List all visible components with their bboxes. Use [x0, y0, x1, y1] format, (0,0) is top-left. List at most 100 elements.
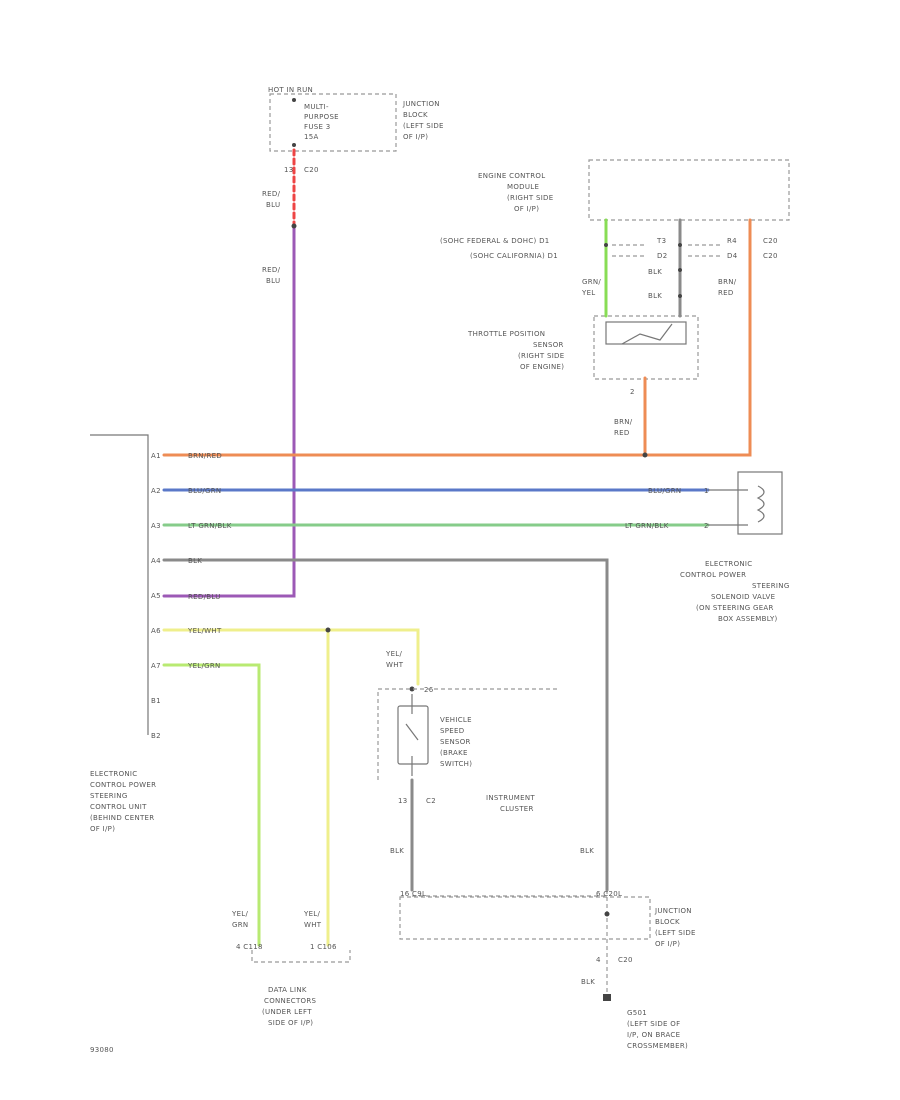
tps-label: THROTTLE POSITION SENSOR (RIGHT SIDE OF … [467, 330, 567, 371]
ecu-label: ELECTRONIC CONTROL POWER STEERING CONTRO… [90, 770, 159, 833]
wire-yel-wht [162, 628, 420, 947]
wire-blk-ground [412, 890, 608, 995]
blk-label-2: BLK [648, 292, 662, 300]
vss-label: VEHICLE SPEED SENSOR (BRAKE SWITCH) [440, 716, 474, 768]
brn-red-label-2: BRN/ RED [614, 418, 635, 437]
solenoid-label: ELECTRONIC CONTROL POWER STEERING SOLENO… [680, 560, 792, 623]
ground-label: G501 (LEFT SIDE OF I/P, ON BRACE CROSSME… [627, 1009, 688, 1050]
jb-bottom-box [399, 896, 651, 940]
brake-switch-contacts [405, 694, 419, 776]
ic-pin-bottom: 13 [398, 797, 408, 805]
solenoid-pin-1: 1 [704, 487, 709, 495]
ic-box [377, 688, 560, 780]
steering-solenoid: 1 2 ELECTRONIC CONTROL POWER STEERING SO… [680, 471, 792, 623]
grn-yel-label: GRN/ YEL [581, 278, 604, 297]
dlc-label: DATA LINK CONNECTORS (UNDER LEFT SIDE OF… [262, 986, 319, 1027]
tps-box [593, 315, 699, 380]
ground-symbol [603, 994, 611, 1001]
ecm-box [588, 159, 790, 221]
yel-wht-vertical-label: YEL/ WHT [385, 650, 405, 669]
figure-number: 93080 [90, 1046, 114, 1054]
wire-label-red-blu: RED/BLU [188, 593, 221, 601]
brn-red-label-1: BRN/ RED [718, 278, 739, 297]
ecm-pin-t3: T3 [656, 237, 666, 245]
wire-label-blu-grn-1: BLU/GRN [188, 487, 221, 495]
wire-label-lt-grn-blk-2: LT GRN/BLK [625, 522, 669, 530]
wire-label-blk: BLK [188, 557, 202, 565]
wire-label-yel-wht: YEL/WHT [187, 627, 222, 635]
blk-ground-label: BLK [581, 978, 595, 986]
wire-label-yel-grn: YEL/GRN [187, 662, 221, 670]
solenoid-pin-2: 2 [704, 522, 709, 530]
wire-labels: BRN/RED BLU/GRN BLU/GRN LT GRN/BLK LT GR… [187, 452, 681, 670]
ecm-pin-r4: R4 [727, 237, 737, 245]
hot-in-run-label: HOT IN RUN [268, 86, 313, 94]
fuse-label: MULTI- PURPOSE FUSE 3 15A [304, 103, 341, 141]
jb-top-connector: C20 [304, 166, 319, 174]
ecu-pin-a3: A3 [151, 522, 161, 530]
ecu-pin-b1: B1 [151, 697, 161, 705]
instrument-cluster: YEL/ WHT 26 VEHICLE SPEED SENSOR (BRAKE … [377, 650, 594, 855]
ecu-pin-a5: A5 [151, 592, 161, 600]
brake-switch [397, 705, 429, 765]
ecu-pin-a4: A4 [151, 557, 161, 565]
sohc-federal-label: (SOHC FEDERAL & DOHC) D1 [440, 237, 550, 245]
ecm-terminal-1 [604, 243, 608, 247]
solenoid-coil [708, 485, 765, 526]
ecm-terminal-4 [678, 294, 682, 298]
wire-yel-grn [162, 663, 261, 947]
ecm-connector-2: C20 [763, 252, 778, 260]
wire-orange [162, 218, 752, 457]
bottom-junction-block: 16 C9L 6 C20L JUNCTION BLOCK (LEFT SIDE … [399, 890, 698, 1050]
wires [162, 148, 752, 995]
ecu-pin-a7: A7 [151, 662, 161, 670]
jb-bottom-connector: C20 [618, 956, 633, 964]
tps-wiper [621, 323, 673, 345]
yel-wht-vertical-label-2: YEL/ WHT [303, 910, 323, 929]
jb-bottom-right-pin: 6 C20L [596, 890, 622, 898]
ecm-connector-1: C20 [763, 237, 778, 245]
wire-label-brn-red: BRN/RED [188, 452, 222, 460]
fuse-terminal-bottom [292, 143, 296, 147]
blk-right-label: BLK [580, 847, 594, 855]
data-link-connectors: YEL/ GRN YEL/ WHT 4 C118 1 C106 DATA LIN… [231, 910, 351, 1027]
tps-element [605, 321, 687, 345]
engine-control-module: ENGINE CONTROL MODULE (RIGHT SIDE OF I/P… [440, 159, 790, 300]
ecm-terminal-2 [678, 243, 682, 247]
jb-bottom-label: JUNCTION BLOCK (LEFT SIDE OF I/P) [654, 907, 698, 948]
dlc-box [251, 950, 351, 963]
ic-pin-top: 26 [424, 686, 434, 694]
solenoid-box [737, 471, 783, 535]
ecu-box-edge [90, 434, 149, 735]
ecm-label: ENGINE CONTROL MODULE (RIGHT SIDE OF I/P… [478, 172, 556, 213]
throttle-position-sensor: THROTTLE POSITION SENSOR (RIGHT SIDE OF … [467, 315, 699, 437]
splice-dots [291, 223, 682, 633]
ecm-pin-d2: D2 [657, 252, 667, 260]
yel-grn-vertical-label: YEL/ GRN [231, 910, 251, 929]
jb-top-pin: 13 [284, 166, 294, 174]
ecu-pin-a1: A1 [151, 452, 161, 460]
jb-bottom-pin: 4 [596, 956, 601, 964]
junction-block-top-label: JUNCTION BLOCK (LEFT SIDE OF I/P) [402, 100, 446, 141]
splice-red-blu [291, 223, 297, 229]
splice-orange [642, 452, 648, 458]
ecu-pin-a2: A2 [151, 487, 161, 495]
tps-pin-2: 2 [630, 388, 635, 396]
blk-label-1: BLK [648, 268, 662, 276]
jb-bottom-splice [604, 911, 610, 917]
ecm-terminal-3 [678, 268, 682, 272]
blk-ic-label: BLK [390, 847, 404, 855]
splice-yel-wht [325, 627, 331, 633]
ic-connector-bottom: C2 [426, 797, 436, 805]
ic-terminal-top [409, 686, 415, 692]
ecm-pin-leaders [612, 244, 720, 257]
wire-label-blu-grn-2: BLU/GRN [648, 487, 681, 495]
ecu-pin-a6: A6 [151, 627, 161, 635]
junction-block-box [269, 93, 397, 152]
red-blu-label-2: RED/ BLU [262, 266, 283, 285]
sohc-california-label: (SOHC CALIFORNIA) D1 [470, 252, 558, 260]
wire-label-lt-grn-blk-1: LT GRN/BLK [188, 522, 232, 530]
ecm-pin-d4: D4 [727, 252, 738, 260]
wire-blk [162, 558, 609, 892]
